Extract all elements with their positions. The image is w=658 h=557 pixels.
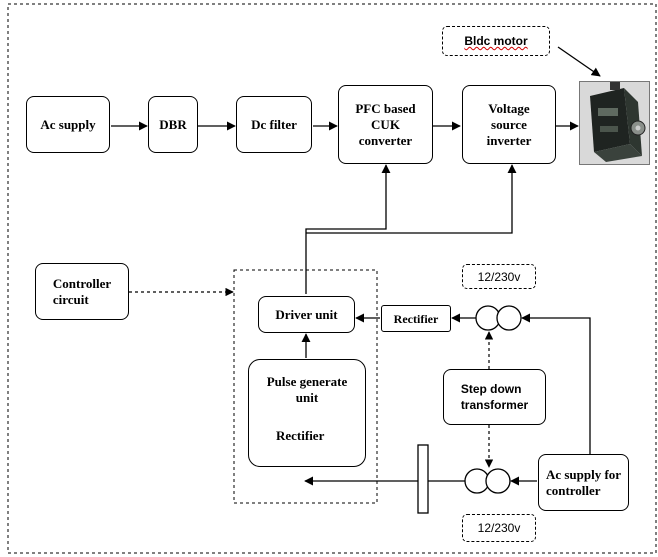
- control-unit-enclosure: [233, 269, 378, 504]
- voltage-source-inverter-label: Voltage source inverter: [486, 100, 532, 148]
- bldc-motor-label: Bldc motor: [464, 34, 528, 48]
- rectifier-block: Rectifier: [381, 305, 451, 332]
- wire-driver-to-vsi: [306, 164, 517, 234]
- step-down-transformer-label: Step down transformer: [460, 382, 529, 412]
- voltage-label-top-box: 12/230v: [462, 264, 536, 289]
- driver-unit-block: Driver unit: [258, 296, 355, 333]
- ac-supply-label: Ac supply: [40, 116, 96, 132]
- controller-circuit-label: Controller circuit: [52, 275, 112, 307]
- dc-filter-block: Dc filter: [236, 96, 312, 153]
- outer-frame: [7, 3, 657, 554]
- pfc-cuk-converter-block: PFC based CUK converter: [338, 85, 433, 164]
- busbar: [417, 444, 429, 514]
- controller-circuit-block: Controller circuit: [35, 263, 129, 320]
- ac-supply-controller-block: Ac supply for controller: [538, 454, 629, 511]
- wire-ac-controller-to-top-transformer: [521, 313, 591, 454]
- dc-filter-label: Dc filter: [251, 116, 297, 132]
- bldc-motor-image: [579, 81, 650, 165]
- voltage-label-bottom-box: 12/230v: [462, 514, 536, 542]
- driver-unit-label: Driver unit: [275, 306, 338, 322]
- pfc-cuk-converter-label: PFC based CUK converter: [355, 100, 416, 148]
- wire-driver-to-cuk: [305, 164, 391, 294]
- voltage-label-bottom: 12/230v: [477, 521, 521, 535]
- pulse-unit-rectifier-label: Rectifier: [276, 428, 325, 443]
- bldc-motor-label-box: Bldc motor: [442, 26, 550, 56]
- transformer-top-coil-right: [496, 305, 522, 331]
- pulse-generate-unit-block: Pulse generate unit: [248, 359, 366, 467]
- ac-supply-controller-label: Ac supply for controller: [545, 466, 622, 498]
- dbr-block: DBR: [148, 96, 198, 153]
- ac-supply-block: Ac supply: [26, 96, 110, 153]
- step-down-transformer-block: Step down transformer: [443, 369, 546, 425]
- rectifier-label: Rectifier: [393, 311, 439, 326]
- voltage-label-top: 12/230v: [477, 269, 521, 284]
- dbr-label: DBR: [159, 116, 187, 132]
- pulse-generate-unit-label: Pulse generate unit: [266, 374, 348, 405]
- arrow-label-to-motor: [557, 46, 601, 77]
- voltage-source-inverter-block: Voltage source inverter: [462, 85, 556, 164]
- transformer-bottom-coil-right: [485, 468, 511, 494]
